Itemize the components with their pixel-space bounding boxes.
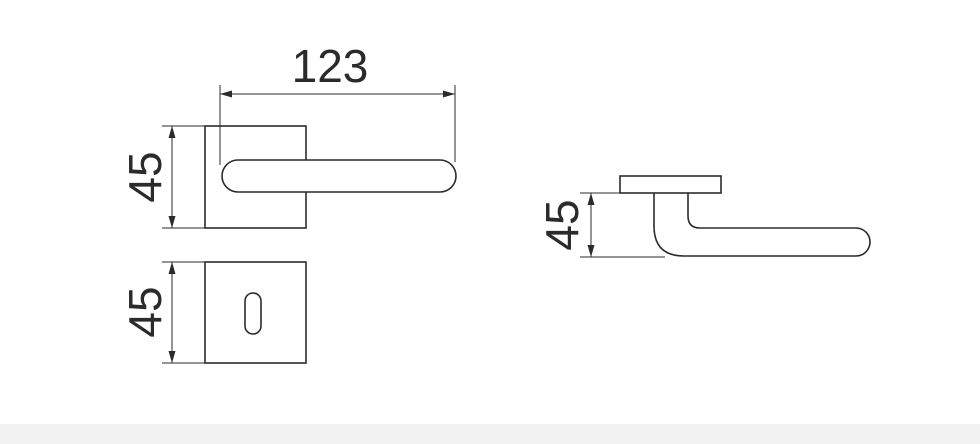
dimension-label-escutcheon: 45 [119,286,171,337]
arrow-up [587,193,595,205]
arrow-down [168,216,176,228]
square-escutcheon [204,261,307,364]
arrow-down [587,245,595,257]
bottom-band [0,424,980,444]
arrow-down [168,351,176,363]
side-view-handle [619,175,871,257]
dimension-rose-height: 45 [119,125,205,229]
arrow-left [220,90,232,98]
dimension-label-length: 123 [292,40,369,92]
dimension-side-height: 45 [536,192,665,258]
dimension-escutcheon-height: 45 [119,261,205,364]
arrow-up [168,126,176,138]
front-view-escutcheon [204,261,307,364]
lever-profile [653,193,871,257]
arrow-up [168,262,176,274]
rose-mask [222,160,456,192]
dimension-length: 123 [219,40,456,165]
front-view-handle [204,125,457,229]
keyhole-slot [244,292,262,335]
arrow-right [443,90,455,98]
rose-plate-side [619,175,722,194]
lever-arm [221,159,457,193]
dimension-label-rose: 45 [119,151,171,202]
dimension-label-side: 45 [536,199,588,250]
